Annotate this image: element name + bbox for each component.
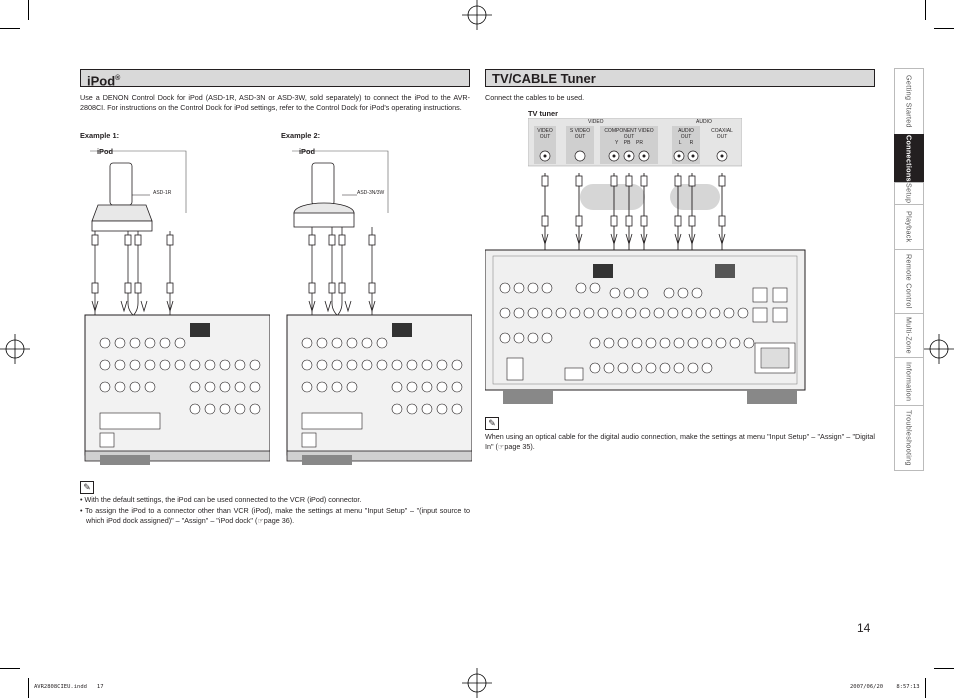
ipod-intro: Use a DENON Control Dock for iPod (ASD-1… [80, 93, 470, 112]
ipod-section-title: iPod® [80, 69, 470, 89]
crop-mark [925, 0, 926, 20]
example2-ipod-label: iPod [299, 147, 316, 156]
video-group-label: VIDEO [588, 119, 604, 125]
crop-mark [934, 28, 954, 29]
tv-receiver-diagram [485, 173, 806, 404]
registration-mark [924, 334, 954, 364]
tab-label: Information [904, 361, 914, 402]
example1-diagram [84, 150, 270, 465]
port-component-sub: OUT [623, 134, 635, 140]
ipod-title-text: iPod [87, 73, 116, 89]
tab-remote-control[interactable]: Remote Control [894, 249, 924, 313]
registration-mark [462, 668, 492, 698]
tab-label: Remote Control [904, 254, 914, 309]
tv-tuner-label: TV tuner [528, 109, 558, 118]
ipod-note-1-text: With the default settings, the iPod can … [84, 495, 362, 504]
ipod-note-1: • With the default settings, the iPod ca… [80, 495, 362, 504]
port-video-sub: OUT [539, 134, 551, 140]
tab-getting-started[interactable]: Getting Started [894, 68, 924, 134]
registered-mark: ® [115, 75, 121, 82]
footer-timestamp: 2007/06/20 8:57:13 [850, 684, 920, 690]
tab-label: Multi-Zone [904, 317, 914, 354]
port-svideo-name: S VIDEO [569, 128, 591, 134]
dock1-model-label: ASD-1R [153, 190, 172, 196]
tab-setup[interactable]: Setup [894, 182, 924, 204]
port-component-name: COMPONENT VIDEO [604, 128, 654, 134]
port-audio-sub: OUT [680, 134, 692, 140]
audio-group-label: AUDIO [696, 119, 712, 125]
tab-connections[interactable]: Connections [894, 134, 924, 182]
registration-mark [462, 0, 492, 30]
note-icon: ✎ [80, 481, 94, 494]
port-video-name: VIDEO [537, 128, 553, 134]
example2-diagram [286, 150, 472, 465]
port-coaxial-name: COAXIAL [711, 128, 733, 134]
tab-label: Getting Started [904, 75, 914, 128]
ipod-note-2: • To assign the iPod to a connector othe… [80, 506, 470, 525]
dock2-model-label: ASD-3N/3W [357, 190, 385, 196]
tab-label: Setup [904, 183, 914, 204]
tab-label: Playback [904, 211, 914, 243]
page-number: 14 [857, 621, 871, 635]
example2-label: Example 2: [281, 131, 321, 140]
tv-section-title: TV/CABLE Tuner [485, 69, 875, 87]
tab-information[interactable]: Information [894, 357, 924, 405]
tab-troubleshooting[interactable]: Troubleshooting [894, 405, 924, 471]
crop-mark [28, 0, 29, 20]
note-icon: ✎ [485, 417, 499, 430]
tab-playback[interactable]: Playback [894, 204, 924, 249]
component-pins: Y PB PR [615, 140, 643, 146]
ipod-note-2-text: To assign the iPod to a connector other … [85, 506, 470, 525]
tv-note: When using an optical cable for the digi… [485, 432, 875, 451]
crop-mark [0, 28, 20, 29]
crop-mark [28, 678, 29, 698]
tab-label: Connections [904, 135, 914, 182]
port-coaxial-sub: OUT [716, 134, 728, 140]
port-svideo-sub: OUT [574, 134, 586, 140]
tab-multi-zone[interactable]: Multi-Zone [894, 313, 924, 357]
tv-intro: Connect the cables to be used. [485, 93, 585, 102]
crop-mark [0, 668, 20, 669]
crop-mark [934, 668, 954, 669]
crop-mark [925, 678, 926, 698]
port-audio-name: AUDIO [678, 128, 694, 134]
tab-label: Troubleshooting [904, 410, 914, 466]
footer-file: AVR2808CIEU.indd 17 [34, 684, 104, 690]
example1-ipod-label: iPod [97, 147, 114, 156]
audio-pins: L R [678, 140, 694, 146]
registration-mark [0, 334, 30, 364]
example1-label: Example 1: [80, 131, 120, 140]
tv-tuner-panel [528, 118, 742, 167]
